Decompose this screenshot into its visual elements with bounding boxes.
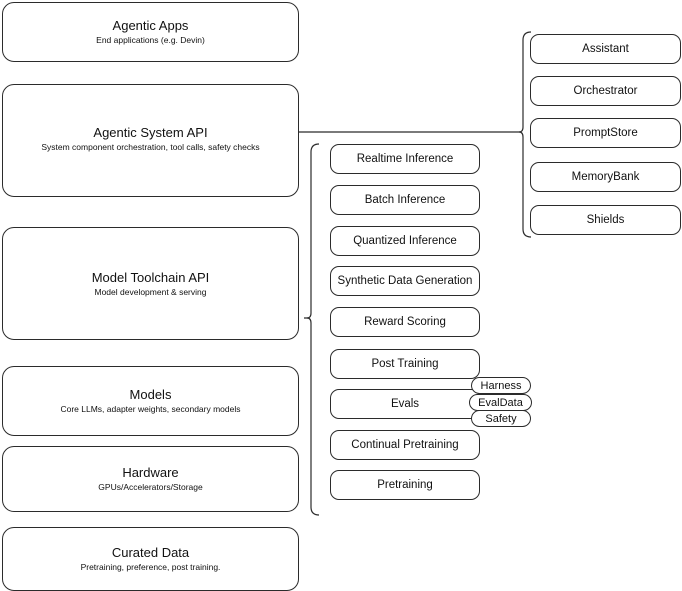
evals-tag-safety[interactable]: Safety: [471, 410, 531, 427]
layer-title: Hardware: [122, 464, 179, 480]
capability-synthetic-data-generation[interactable]: Synthetic Data Generation: [330, 266, 480, 296]
layer-subtitle: End applications (e.g. Devin): [96, 34, 205, 45]
evals-tag-evaldata[interactable]: EvalData: [469, 394, 532, 411]
layer-curated-data[interactable]: Curated Data Pretraining, preference, po…: [2, 527, 299, 591]
layer-agentic-apps[interactable]: Agentic Apps End applications (e.g. Devi…: [2, 2, 299, 62]
layer-hardware[interactable]: Hardware GPUs/Accelerators/Storage: [2, 446, 299, 512]
capability-continual-pretraining[interactable]: Continual Pretraining: [330, 430, 480, 460]
bracket-system-components: [516, 31, 532, 133]
capability-evals[interactable]: Evals: [330, 389, 480, 419]
layer-title: Agentic Apps: [112, 17, 189, 33]
capability-quantized-inference[interactable]: Quantized Inference: [330, 226, 480, 256]
layer-title: Models: [129, 386, 172, 402]
bracket-toolchain-lower: [306, 317, 320, 516]
component-memorybank[interactable]: MemoryBank: [530, 162, 681, 192]
layer-subtitle: System component orchestration, tool cal…: [41, 142, 260, 152]
component-promptstore[interactable]: PromptStore: [530, 118, 681, 148]
layer-subtitle: Core LLMs, adapter weights, secondary mo…: [60, 403, 241, 414]
layer-subtitle: Pretraining, preference, post training.: [80, 561, 221, 572]
evals-tag-harness[interactable]: Harness: [471, 377, 531, 394]
capability-realtime-inference[interactable]: Realtime Inference: [330, 144, 480, 174]
layer-title: Curated Data: [111, 544, 190, 560]
component-assistant[interactable]: Assistant: [530, 34, 681, 64]
component-orchestrator[interactable]: Orchestrator: [530, 76, 681, 106]
capability-pretraining[interactable]: Pretraining: [330, 470, 480, 500]
bracket-system-components-tip: [518, 131, 524, 138]
layer-title: Agentic System API: [93, 125, 208, 140]
bracket-toolchain-upper: [304, 143, 320, 319]
layer-subtitle: Model development & serving: [94, 287, 207, 297]
layer-agentic-system-api[interactable]: Agentic System API System component orch…: [2, 84, 299, 197]
layer-subtitle: GPUs/Accelerators/Storage: [98, 481, 203, 492]
capability-post-training[interactable]: Post Training: [330, 349, 480, 379]
component-shields[interactable]: Shields: [530, 205, 681, 235]
layer-title: Model Toolchain API: [91, 270, 210, 285]
layer-models[interactable]: Models Core LLMs, adapter weights, secon…: [2, 366, 299, 436]
layer-model-toolchain-api[interactable]: Model Toolchain API Model development & …: [2, 227, 299, 340]
capability-reward-scoring[interactable]: Reward Scoring: [330, 307, 480, 337]
capability-batch-inference[interactable]: Batch Inference: [330, 185, 480, 215]
